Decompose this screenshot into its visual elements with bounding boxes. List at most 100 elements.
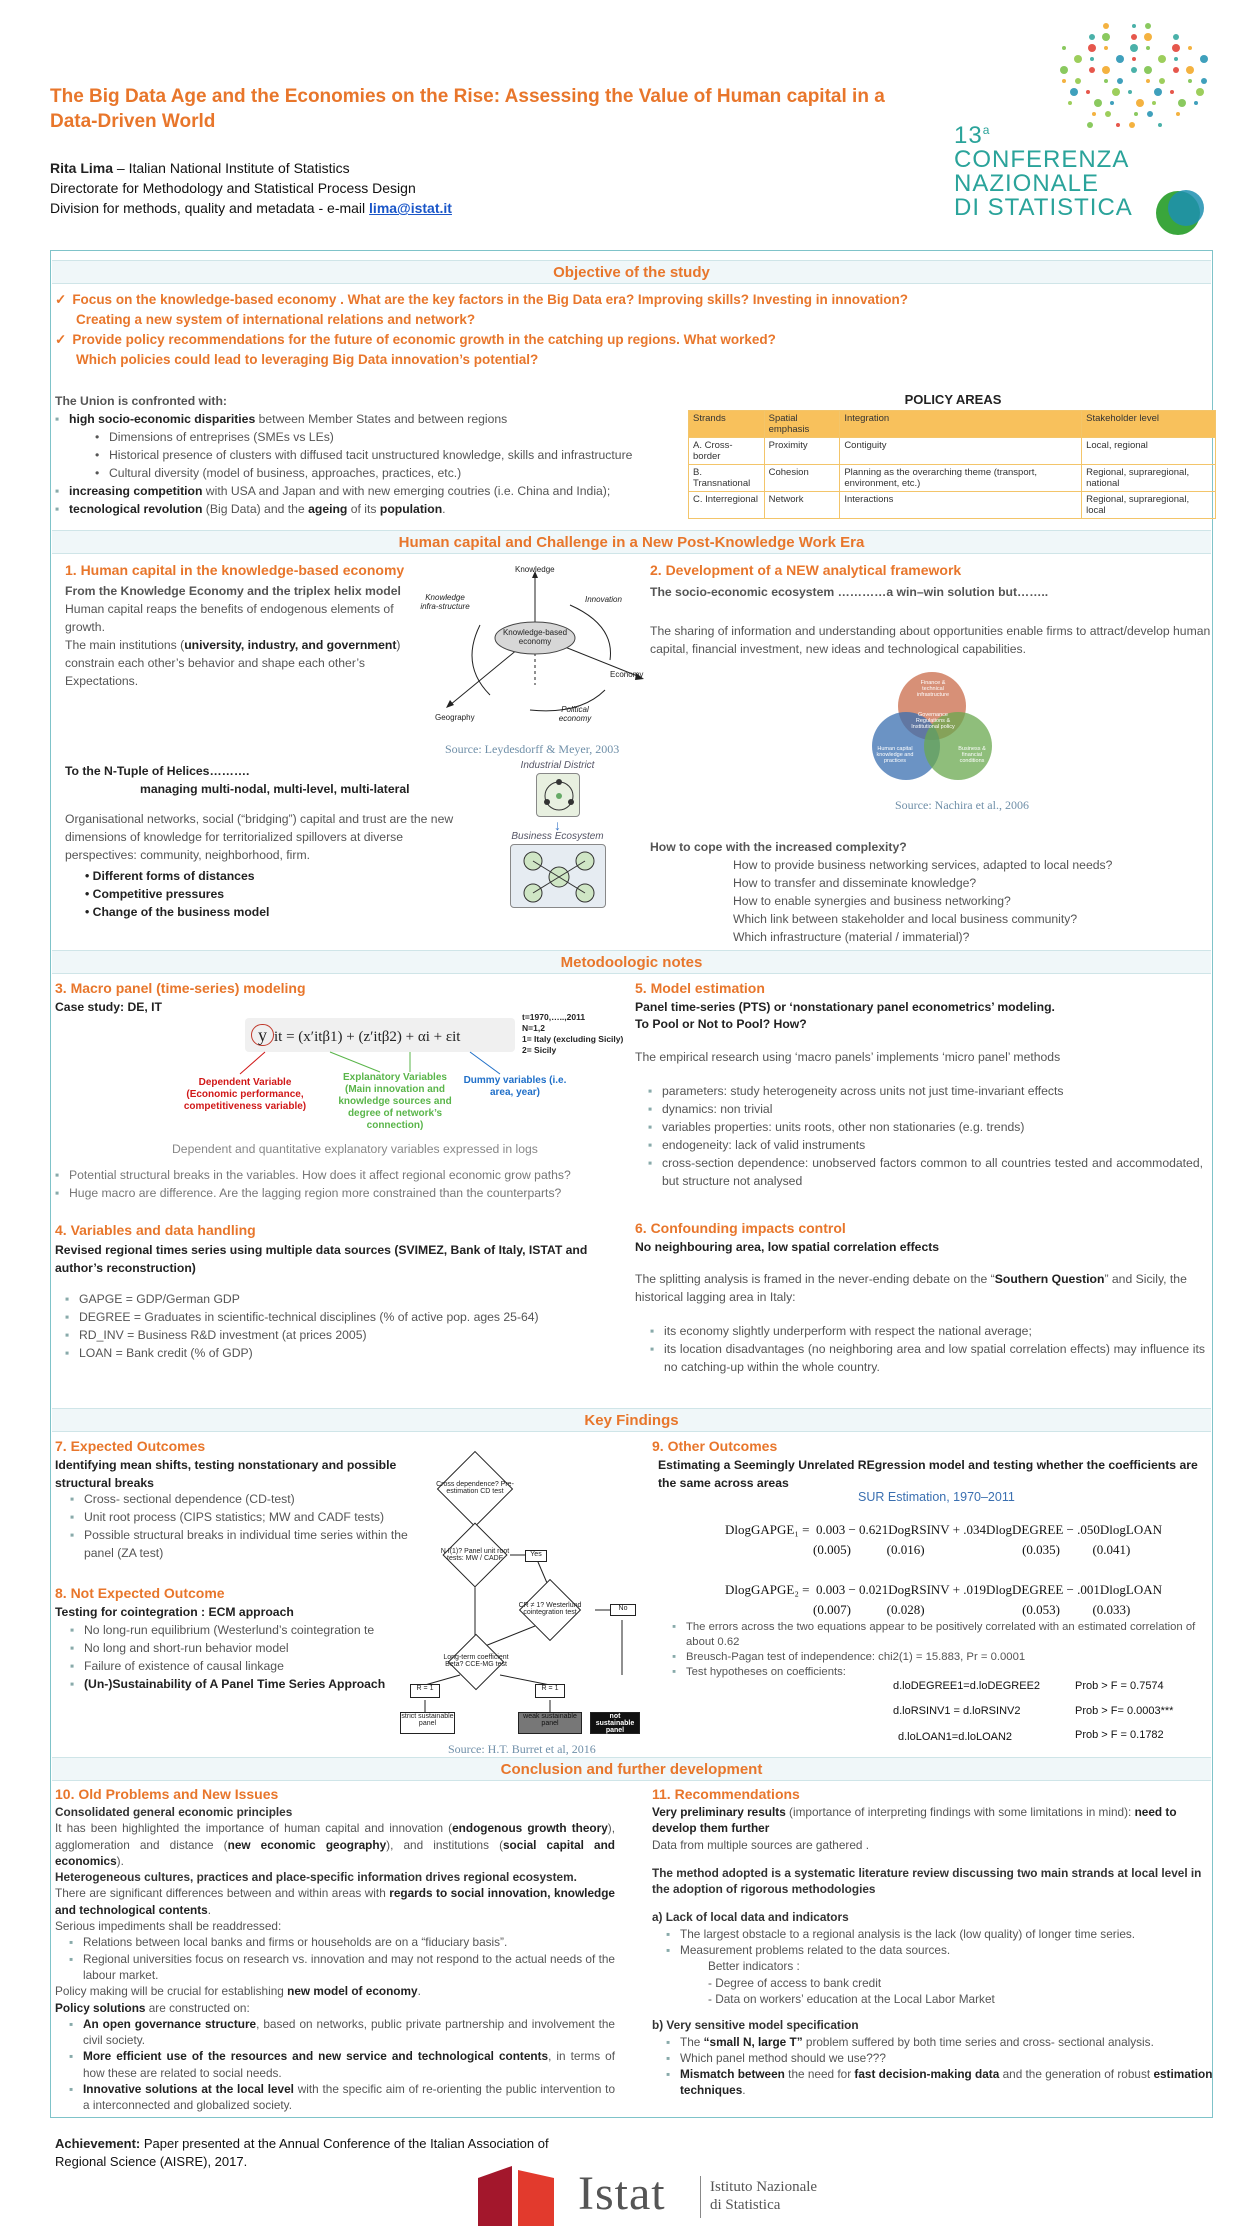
weak-panel: weak sustainable panel bbox=[518, 1712, 582, 1734]
section-11-text: Very preliminary results (importance of … bbox=[652, 1804, 1217, 2099]
model-item: variables properties: units roots, other… bbox=[648, 1118, 1203, 1136]
istat-mark-icon bbox=[478, 2166, 554, 2226]
dummy-label: Dummy variables (i.e. area, year) bbox=[463, 1075, 567, 1098]
variables-list: GAPGE = GDP/German GDP DEGREE = Graduate… bbox=[65, 1290, 625, 1362]
u3-population: population bbox=[379, 502, 443, 516]
policy-cell: Local, regional bbox=[1081, 437, 1216, 465]
variable-item: LOAN = Bank credit (% of GDP) bbox=[65, 1344, 625, 1362]
istat-wordmark: Istat bbox=[578, 2167, 666, 2220]
methods-band: Metodoologic notes bbox=[52, 950, 1211, 974]
not-expected-item: Failure of existence of causal linkage bbox=[70, 1657, 415, 1675]
model-list: parameters: study heterogeneity across u… bbox=[648, 1082, 1203, 1190]
s6-a: No neighbouring area, low spatial correl… bbox=[635, 1240, 940, 1254]
section-4-title: 4. Variables and data handling bbox=[55, 1222, 256, 1238]
policy-header-cell: Spatial emphasis bbox=[763, 410, 841, 438]
expl-label: Explanatory Variables (Main innovation a… bbox=[338, 1072, 452, 1131]
distance-item: Change of the business model bbox=[92, 905, 270, 919]
impediment-item: Regional universities focus on research … bbox=[69, 1951, 615, 1984]
u3-of: of its bbox=[347, 502, 380, 516]
conference-dots-icon bbox=[1060, 23, 1208, 235]
author-dept: Directorate for Methodology and Statisti… bbox=[50, 180, 416, 196]
test-2-prob: Prob > F= 0.0003*** bbox=[1075, 1705, 1174, 1717]
s11-i2: “small N, large T” bbox=[703, 2034, 803, 2049]
policy-cell: Network bbox=[763, 491, 841, 519]
s11-k1: Mismatch between bbox=[680, 2067, 785, 2082]
s11-a2: (importance of interpreting findings wit… bbox=[785, 1805, 1135, 1819]
dependent-term: y bbox=[251, 1024, 274, 1046]
policy-cell: B. Transnational bbox=[688, 464, 765, 492]
decision-3: CR ≠ 1? Westerlund cointegration test bbox=[518, 1602, 582, 1616]
u3-end: . bbox=[442, 502, 446, 516]
param: t=1970,…..,2011 bbox=[522, 1012, 586, 1022]
union-title: The Union is confronted with: bbox=[55, 394, 227, 408]
expected-list: Cross- sectional dependence (CD-test) Un… bbox=[70, 1490, 415, 1562]
n-tuple-sub: managing multi-nodal, multi-level, multi… bbox=[140, 782, 410, 796]
param: 1= Italy (excluding Sicily) bbox=[522, 1034, 624, 1044]
policy-cell: Planning as the overarching theme (trans… bbox=[839, 464, 1083, 492]
s6-b1: The splitting analysis is framed in the … bbox=[635, 1272, 995, 1286]
u1-text: between Member States and between region… bbox=[255, 412, 508, 426]
complexity-question: How to cope with the increased complexit… bbox=[650, 840, 907, 854]
complexity-list: How to provide business networking servi… bbox=[733, 856, 1112, 946]
breaks-item: Huge macro are difference. Are the laggi… bbox=[55, 1184, 615, 1202]
policy-cell: C. Interregional bbox=[688, 491, 765, 519]
s8-subtitle: Testing for cointegration : ECM approach bbox=[55, 1605, 294, 1619]
sur-eq1-se: (0.005) (0.016) (0.035) (0.041) bbox=[813, 1542, 1131, 1557]
s9-subtitle: Estimating a Seemingly Unrelated REgress… bbox=[658, 1458, 1198, 1490]
email-link[interactable]: lima@istat.it bbox=[369, 200, 452, 216]
test-1-prob: Prob > F = 0.7574 bbox=[1075, 1680, 1164, 1692]
breaks-item: Potential structural breaks in the varia… bbox=[55, 1166, 615, 1184]
conf-sup: a bbox=[982, 123, 991, 137]
district-diagram: Industrial District ↓ Business Ecosystem bbox=[495, 760, 620, 920]
complexity-item: Which link between stakeholder and local… bbox=[733, 912, 1078, 926]
logs-note: Dependent and quantitative explanatory v… bbox=[172, 1142, 538, 1156]
union-block: The Union is confronted with: high socio… bbox=[55, 392, 685, 518]
s10-b7: ). bbox=[116, 1853, 124, 1868]
s10-c: Heterogeneous cultures, practices and pl… bbox=[55, 1870, 577, 1885]
u1-sub: Dimensions of entreprises (SMEs vs LEs) bbox=[95, 428, 685, 446]
helix-br: Political economy bbox=[558, 705, 592, 723]
section-7-title: 7. Expected Outcomes bbox=[55, 1438, 206, 1454]
section-9-title: 9. Other Outcomes bbox=[652, 1438, 778, 1454]
u2-bold: increasing competition bbox=[69, 484, 203, 498]
s10-g1: Policy making will be crucial for establ… bbox=[55, 1984, 288, 1999]
policy-cell: Cohesion bbox=[763, 464, 841, 492]
s1-c1: The main institutions ( bbox=[65, 638, 185, 652]
u1-sub: Historical presence of clusters with dif… bbox=[95, 446, 685, 464]
variable-item: DEGREE = Graduates in scientific-technic… bbox=[65, 1308, 625, 1326]
helix-top: Knowledge bbox=[515, 565, 555, 574]
s11-d: a) Lack of local data and indicators bbox=[652, 1910, 849, 1925]
r-label: R = 1 bbox=[535, 1684, 565, 1698]
not-sustainable-panel: not sustainable panel bbox=[590, 1712, 640, 1734]
objective-line: Focus on the knowledge-based economy . W… bbox=[72, 292, 908, 307]
complexity-item: How to provide business networking servi… bbox=[733, 858, 1113, 872]
policy-cell: Regional, supraregional, national bbox=[1081, 464, 1216, 492]
achievement-label: Achievement: bbox=[55, 2136, 141, 2151]
conf-number: 13 bbox=[954, 122, 983, 149]
strict-panel: strict sustainable panel bbox=[400, 1712, 455, 1734]
sur-title: SUR Estimation, 1970–2011 bbox=[858, 1490, 1015, 1504]
district-label: Industrial District bbox=[520, 760, 595, 771]
source-burret: Source: H.T. Burret et al, 2016 bbox=[448, 1742, 596, 1756]
s11-k6: . bbox=[742, 2083, 746, 2098]
sur-notes: The errors across the two equations appe… bbox=[672, 1620, 1212, 1680]
model-item: endogeneity: lack of valid instruments bbox=[648, 1136, 1203, 1154]
not-expected-item: No long and short-run behavior model bbox=[70, 1639, 415, 1657]
org-networks: Organisational networks, social (“bridgi… bbox=[65, 812, 454, 862]
section-1-title: 1. Human capital in the knowledge-based … bbox=[65, 562, 405, 578]
indicator-item: Degree of access to bank credit bbox=[715, 1975, 882, 1990]
s7-subtitle: Identifying mean shifts, testing nonstat… bbox=[55, 1458, 397, 1490]
variable-item: RD_INV = Business R&D investment (at pri… bbox=[65, 1326, 625, 1344]
u3-text: (Big Data) and the bbox=[202, 502, 309, 516]
s11-i1: The bbox=[680, 2034, 704, 2049]
arrow-down-icon: ↓ bbox=[554, 817, 561, 833]
s10-b4: new economic geography bbox=[227, 1837, 387, 1852]
conclusion-band: Conclusion and further development bbox=[52, 1757, 1211, 1781]
n-tuple: To the N-Tuple of Helices………. bbox=[65, 764, 250, 778]
section-1-text: From the Knowledge Economy and the tripl… bbox=[65, 582, 420, 690]
model-item: parameters: study heterogeneity across u… bbox=[648, 1082, 1203, 1100]
